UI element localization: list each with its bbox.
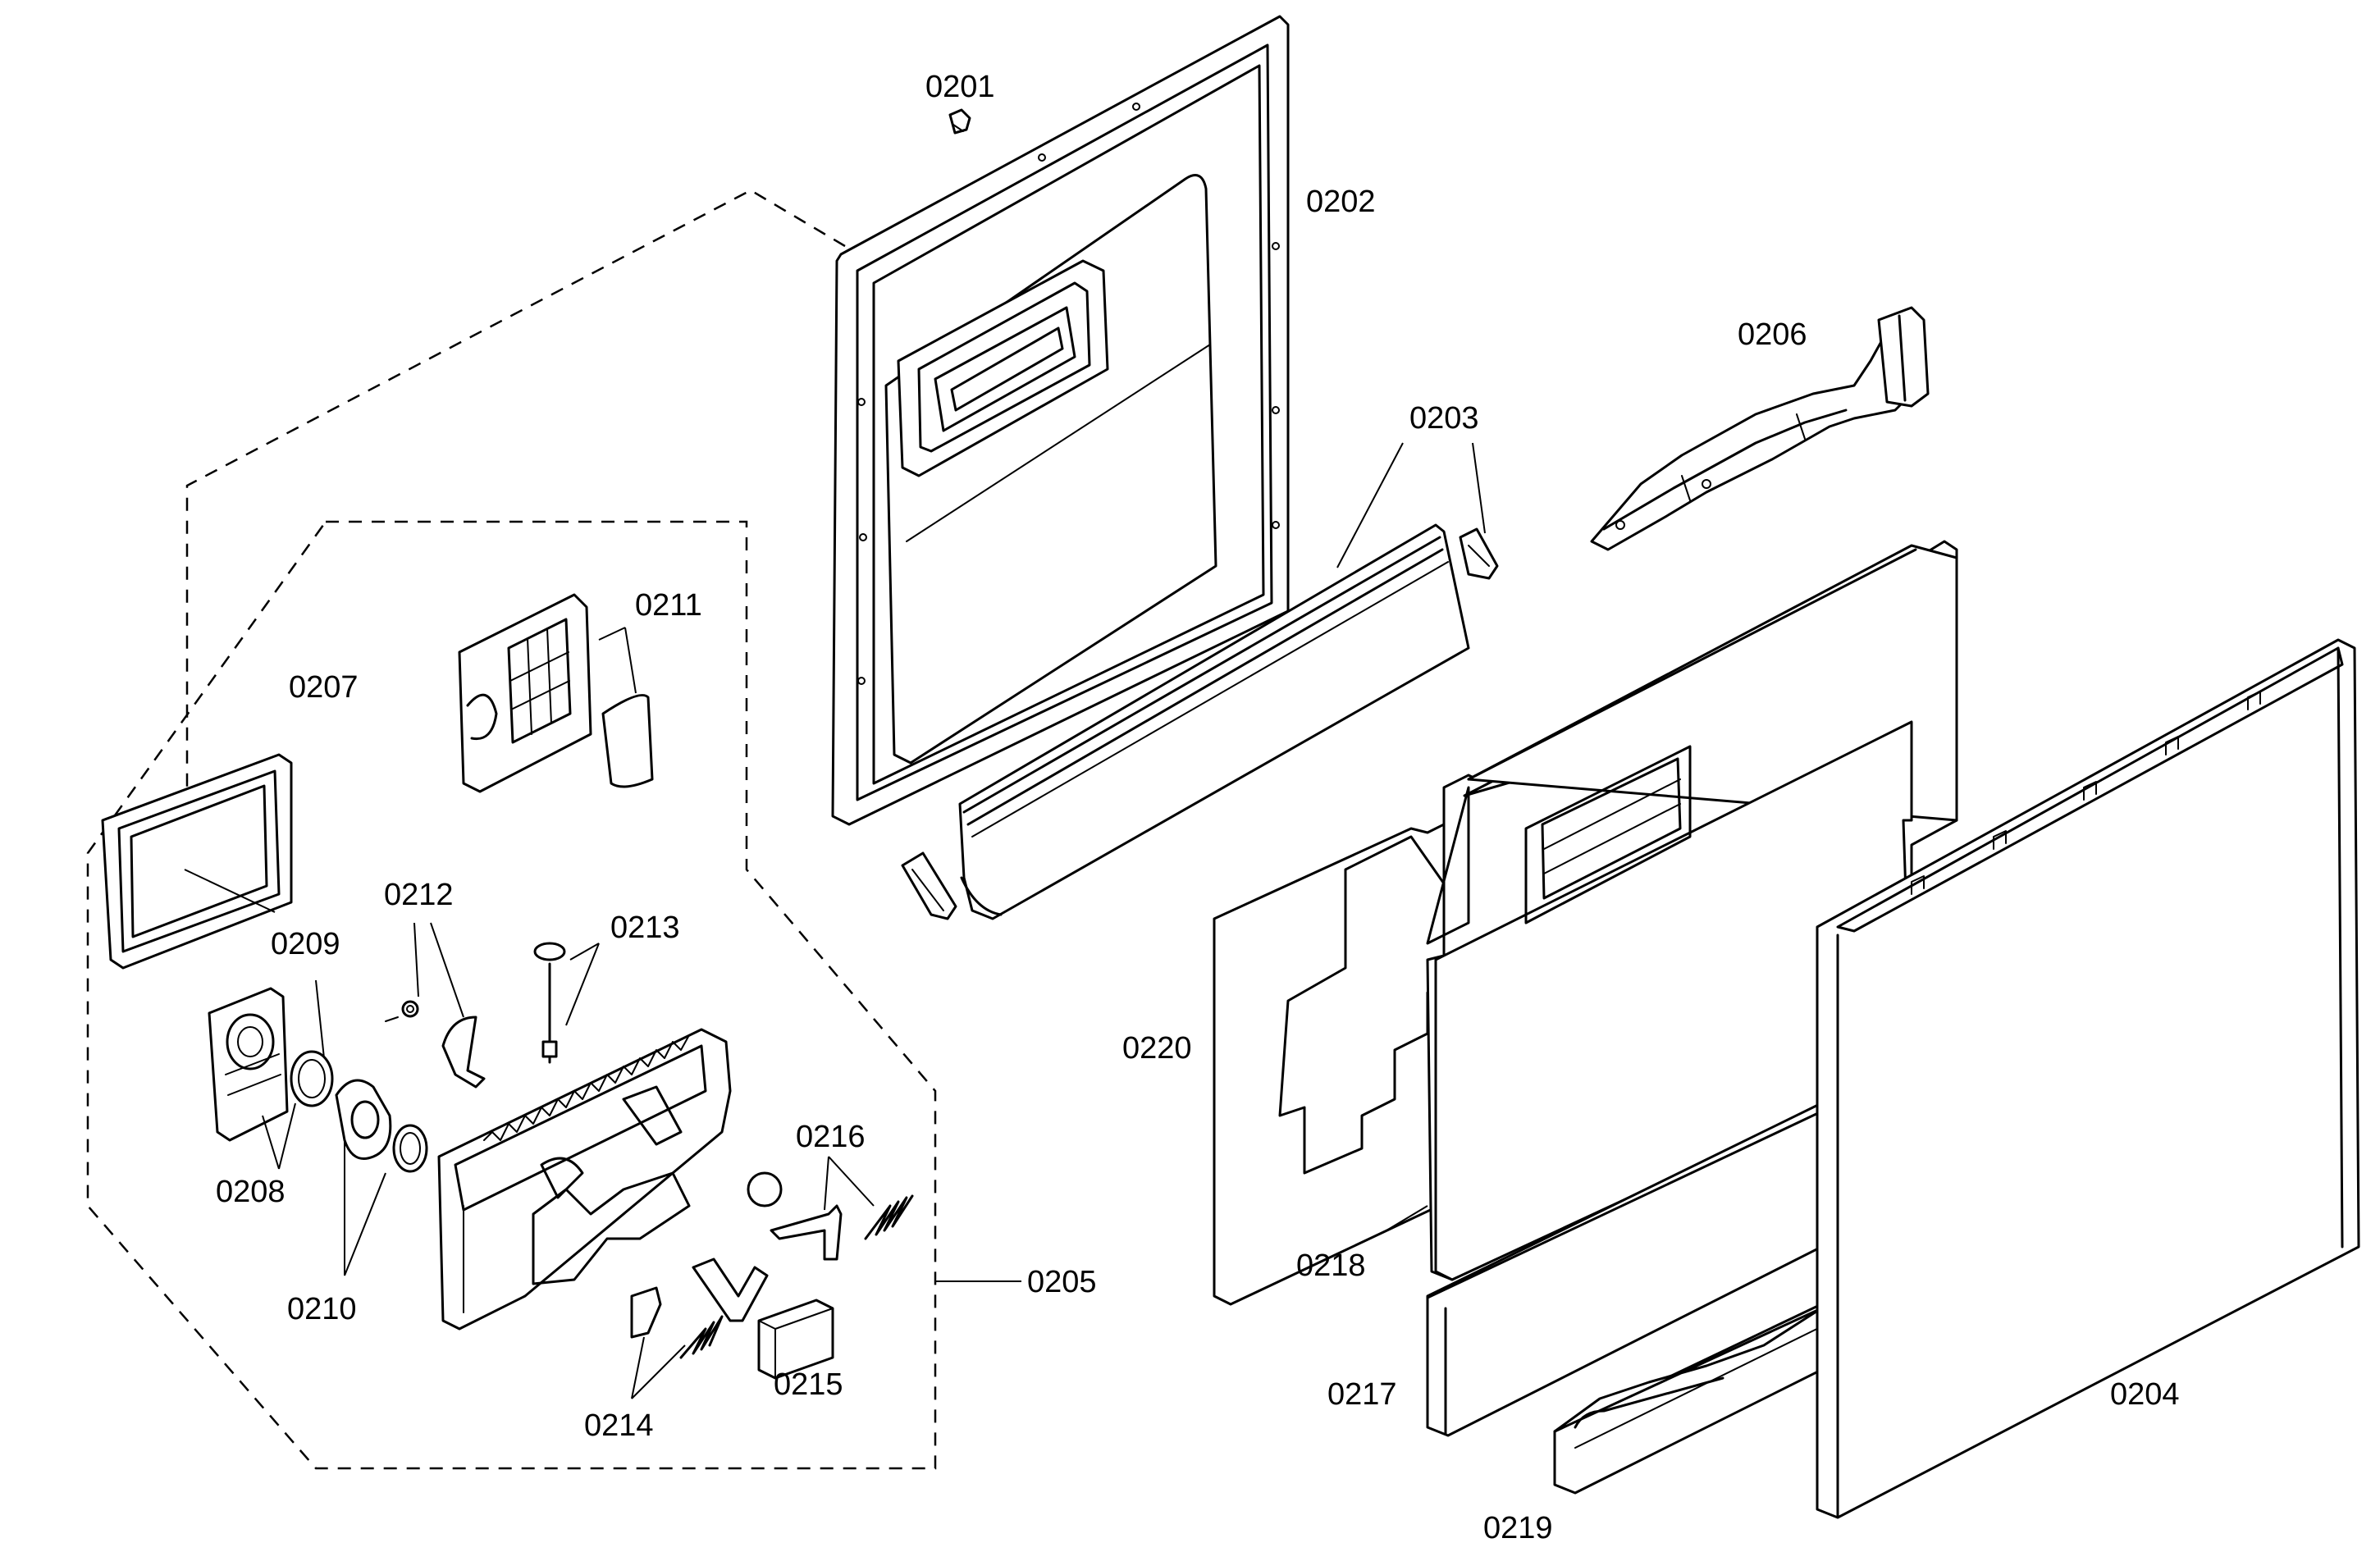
ratchet-teeth <box>483 1034 690 1141</box>
label-0217: 0217 <box>1327 1377 1397 1412</box>
part-0209-knob-housing <box>208 979 334 1142</box>
label-0215: 0215 <box>774 1367 843 1402</box>
part-0210-valve <box>335 1079 428 1276</box>
label-0203: 0203 <box>1409 401 1479 436</box>
label-0208: 0208 <box>216 1175 286 1209</box>
label-0207: 0207 <box>289 670 359 705</box>
door-frame-connection-outline <box>185 189 846 804</box>
part-labels: 0201 0202 0203 0204 0205 0206 0207 0208 … <box>216 70 2180 1545</box>
label-0206: 0206 <box>1738 317 1807 352</box>
part-0208-leaders <box>262 1102 296 1170</box>
label-0204: 0204 <box>2110 1377 2180 1412</box>
part-0203-door-trim <box>901 523 1499 920</box>
label-0219: 0219 <box>1483 1511 1553 1545</box>
label-0218: 0218 <box>1296 1248 1366 1283</box>
part-0211-filter <box>458 593 654 793</box>
dispenser-body <box>437 1028 732 1331</box>
part-0215-switch <box>757 1299 834 1380</box>
top-tabs <box>1911 691 2261 895</box>
label-0213: 0213 <box>610 911 680 945</box>
spring-0216 <box>864 1194 914 1240</box>
part-0207-window-frame <box>101 753 293 970</box>
part-0213-float-pin <box>533 942 600 1064</box>
part-0216-plunger <box>747 1156 914 1261</box>
assembly-outline-0205 <box>86 520 1021 1470</box>
door-rim-holes <box>857 103 1280 685</box>
label-0211: 0211 <box>635 588 702 623</box>
label-0210: 0210 <box>287 1292 357 1326</box>
label-0202: 0202 <box>1306 185 1376 219</box>
label-0220: 0220 <box>1122 1031 1192 1066</box>
label-0216: 0216 <box>796 1120 866 1154</box>
part-0202-inner-door <box>831 15 1290 826</box>
part-0214-latch <box>630 1258 769 1399</box>
part-0206-hinge-bracket <box>1590 306 1930 551</box>
part-0204-outer-door-panel <box>1816 638 2360 1519</box>
spring-0214 <box>679 1315 724 1359</box>
label-0209: 0209 <box>271 927 340 961</box>
label-0212: 0212 <box>384 878 454 912</box>
label-0205: 0205 <box>1027 1265 1097 1299</box>
part-0212-spring-lever <box>385 922 486 1089</box>
part-0201-screw <box>948 108 971 135</box>
part-0219-handle-strip <box>1553 1303 1839 1495</box>
label-0201: 0201 <box>925 70 995 104</box>
label-0214: 0214 <box>584 1408 654 1443</box>
right-leaders <box>1336 442 1486 1231</box>
